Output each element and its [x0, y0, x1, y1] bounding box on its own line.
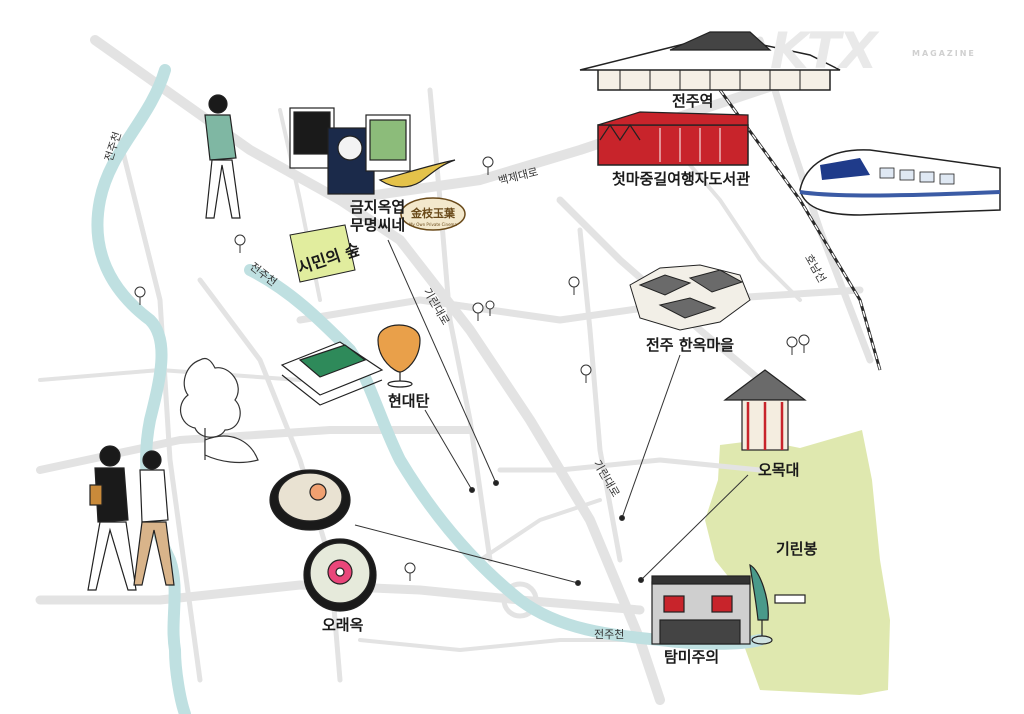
- road-center-cross: [296, 286, 864, 324]
- label-jeonjucheon-south: 전주천: [594, 628, 625, 641]
- label-hyeondaetan: 현대탄: [388, 392, 430, 410]
- girinbong-park-area: [705, 430, 890, 695]
- label-giringbong: 기린봉: [776, 540, 818, 558]
- walking-women-illustration: [87, 445, 175, 591]
- geumji-logo-sub: My Own Private Cinema: [409, 222, 457, 227]
- cafe-umbrella-illustration: [749, 563, 806, 645]
- tree-icon: [482, 156, 494, 175]
- ktx-brand-logo: KTX: [770, 22, 877, 80]
- citizens-forest-tag: [289, 224, 356, 283]
- road-local-1: [427, 87, 493, 563]
- ktx-train-illustration: [799, 149, 1001, 216]
- label-jeonju-station: 전주역: [672, 92, 714, 110]
- road-baekje-daero: [335, 75, 795, 205]
- film-posters-illustration: [289, 107, 456, 195]
- road-local-9: [38, 368, 302, 382]
- tree-icon: [234, 234, 246, 253]
- tree-icon: [798, 334, 810, 353]
- big-tree-illustration: [179, 357, 259, 464]
- road-local-4: [117, 137, 203, 683]
- tree-icon: [134, 286, 146, 305]
- honam-railway: [718, 89, 882, 371]
- label-oraeok: 오래옥: [322, 616, 364, 634]
- label-hanok-village: 전주 한옥마을: [646, 336, 735, 354]
- label-cheonmajung-library: 첫마중길여행자도서관: [612, 170, 751, 188]
- walking-man-illustration: [204, 94, 241, 219]
- tree-icon: [580, 364, 592, 383]
- tree-icon: [472, 302, 484, 321]
- ktx-brand-sub: MAGAZINE: [912, 49, 976, 58]
- hanok-village-illustration: [629, 264, 751, 331]
- library-illustration: [597, 111, 749, 166]
- omokdae-illustration: [723, 369, 807, 451]
- hyeondaetan-books-illustration: [280, 324, 421, 406]
- label-mumyeong-cine: 무명씨네: [350, 216, 406, 234]
- poster-once-text: once: [296, 154, 313, 162]
- jeonjucheon-river: [91, 64, 191, 714]
- label-tammijuui: 탐미주의: [664, 648, 720, 666]
- roundabout: [501, 581, 539, 619]
- tree-icon: [404, 562, 416, 581]
- geumji-logo: [400, 197, 466, 231]
- tammijuui-illustration: [651, 575, 751, 645]
- tree-icon: [568, 276, 580, 295]
- small-trees: [134, 156, 810, 581]
- label-geumji-okyeop: 금지옥엽: [350, 198, 406, 216]
- jeonju-station-illustration: [579, 31, 841, 91]
- geumji-logo-text: 金枝玉葉: [410, 206, 456, 220]
- label-omokdae: 오목대: [758, 461, 800, 479]
- oraeok-bowls-illustration: [269, 469, 377, 612]
- road-local-2: [577, 227, 623, 563]
- tree-icon: [485, 300, 495, 316]
- road-local-6: [358, 638, 642, 652]
- tree-icon: [786, 336, 798, 355]
- leader-lines: [354, 239, 749, 586]
- road-local-5: [497, 457, 763, 473]
- road-local-10: [478, 498, 602, 562]
